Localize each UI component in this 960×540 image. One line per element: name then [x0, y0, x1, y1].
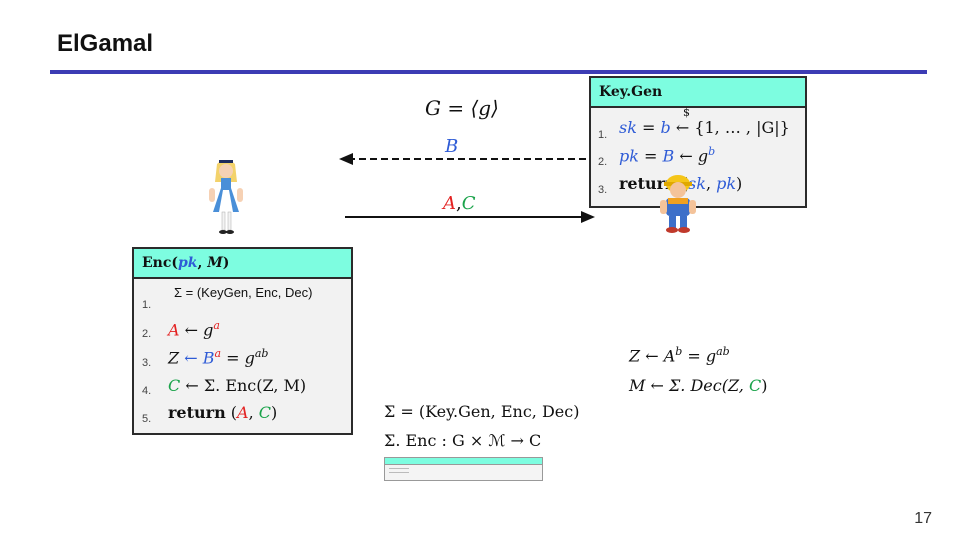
arrowhead-right-icon — [581, 211, 595, 223]
keygen-header: Key.Gen — [591, 78, 805, 108]
enc-line-3: Z ← Ba = gab — [168, 347, 268, 367]
enc-line-5: return (A, C) — [168, 403, 277, 422]
message-arrows — [339, 153, 597, 223]
C-var: C — [748, 376, 762, 395]
keygen-box: Key.Gen $ 1. sk = b ← {1, … , |G|} 2. pk… — [589, 76, 807, 208]
page-number: 17 — [914, 510, 932, 527]
paren: ) — [736, 174, 743, 193]
sk-var: sk — [688, 174, 706, 193]
pk-var: pk — [716, 174, 737, 193]
keygen-line-num: 2. — [598, 156, 608, 168]
exp-ab: ab — [716, 345, 730, 358]
keygen-line-1: sk = b ← {1, … , |G|} — [619, 118, 790, 137]
exp-ab: ab — [254, 347, 269, 360]
pk-var: pk — [619, 146, 639, 166]
mini-box-line — [389, 472, 409, 473]
C-var: C — [258, 403, 272, 422]
Z-var: Z — [168, 348, 180, 368]
sk-var: sk — [619, 118, 637, 137]
keygen-line-num: 1. — [598, 129, 608, 141]
range: ← {1, … , |G|} — [670, 118, 790, 137]
arrowhead-left-icon — [339, 153, 353, 165]
group-definition: G = ⟨g⟩ — [425, 96, 499, 120]
mini-box-header — [385, 458, 542, 465]
enc-line-num: 3. — [142, 357, 152, 369]
scheme-definition: Σ = (Key.Gen, Enc, Dec) — [384, 402, 580, 421]
slide-title: ElGamal — [57, 30, 154, 57]
comma: , — [705, 174, 717, 193]
z-from-a: Z ← A — [629, 346, 676, 366]
enc-line-4: C ← Σ. Enc(Z, M) — [168, 376, 306, 395]
bob-compute-z: Z ← Ab = gab — [629, 345, 730, 365]
paren: ) — [222, 255, 230, 271]
exp-a: a — [214, 347, 222, 360]
enc-box: Enc(pk, M) 1. Σ = (KeyGen, Enc, Dec) 2. … — [132, 247, 353, 435]
dec-call: M ← Σ. Dec(Z, — [629, 376, 749, 395]
pk-param: pk — [178, 255, 198, 271]
keygen-line-2: pk = B ← gb — [619, 145, 715, 165]
paren: ( — [225, 403, 238, 422]
enc-line-num: 4. — [142, 385, 152, 397]
bob-compute-m: M ← Σ. Dec(Z, C) — [629, 376, 767, 395]
message-a-c: A,C — [443, 193, 476, 214]
message-b: B — [445, 136, 459, 157]
exp-b: b — [675, 345, 683, 358]
mini-box-line — [389, 468, 409, 469]
return-keyword: return — [168, 403, 226, 422]
b-var: b — [660, 118, 671, 137]
mini-box-thumbnail — [384, 457, 543, 481]
enc-line-num: 5. — [142, 413, 152, 425]
enc-line-num: 1. — [142, 299, 152, 311]
enc-line-2: A ← ga — [168, 319, 220, 339]
g-power: = g — [221, 348, 255, 368]
comma: , — [248, 403, 259, 422]
paren: ) — [761, 376, 768, 395]
bob-builder-figure-icon — [660, 175, 696, 233]
exp-a: a — [213, 319, 220, 332]
enc-header: Enc(pk, M) — [134, 249, 351, 279]
sample-dollar: $ — [683, 106, 690, 119]
B-power: ← B — [179, 348, 215, 368]
enc-name: Enc( — [142, 255, 178, 271]
g-power: ← g — [674, 146, 709, 166]
message-c: C — [461, 193, 476, 214]
message-a: A — [443, 193, 456, 214]
A-var: A — [168, 320, 180, 340]
C-var: C — [168, 376, 181, 395]
return-keyword: return — [619, 174, 677, 193]
title-underline — [50, 70, 927, 74]
g-power: ← g — [179, 320, 214, 340]
enc-line-1: Σ = (KeyGen, Enc, Dec) — [174, 285, 313, 300]
comma: , — [197, 255, 208, 271]
enc-signature: Σ. Enc : G × ℳ → C — [384, 431, 542, 450]
equals: = — [638, 146, 663, 166]
keygen-line-3: return (sk, pk) — [619, 174, 742, 193]
m-param: M — [207, 255, 223, 271]
exp-b: b — [708, 145, 716, 158]
A-var: A — [237, 403, 249, 422]
g-power: = g — [682, 346, 717, 366]
alice-figure-icon — [209, 160, 243, 234]
B-var: B — [662, 146, 675, 166]
message-sep: , — [456, 193, 462, 214]
keygen-line-num: 3. — [598, 184, 608, 196]
enc-call: ← Σ. Enc(Z, M) — [180, 376, 307, 395]
paren: ) — [271, 403, 278, 422]
enc-line-num: 2. — [142, 328, 152, 340]
equals: = — [636, 118, 661, 137]
